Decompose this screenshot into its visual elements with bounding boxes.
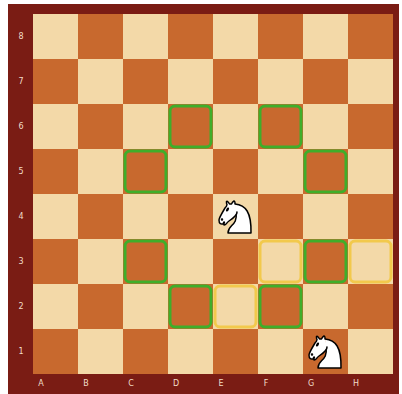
rank-label: 5: [18, 168, 23, 176]
yellow-highlights: [215, 241, 391, 327]
file-label: B: [83, 380, 89, 388]
file-label: C: [128, 380, 134, 388]
file-label: A: [38, 380, 43, 388]
rank-label: 7: [18, 78, 23, 86]
file-label: G: [308, 380, 314, 388]
board-frame: [8, 4, 399, 394]
rank-label: 3: [18, 258, 23, 266]
green-highlights: [125, 106, 346, 327]
white-knight: [309, 336, 341, 368]
rank-label: 1: [18, 348, 23, 356]
rank-label: 8: [18, 33, 23, 41]
file-label: D: [173, 380, 179, 388]
rank-label: 4: [18, 213, 23, 221]
file-label: F: [264, 380, 269, 388]
rank-label: 6: [18, 123, 23, 131]
board-squares: [33, 14, 393, 374]
white-knight: [219, 201, 251, 233]
rank-label: 2: [18, 303, 23, 311]
file-label: E: [218, 380, 223, 388]
file-label: H: [353, 380, 359, 388]
